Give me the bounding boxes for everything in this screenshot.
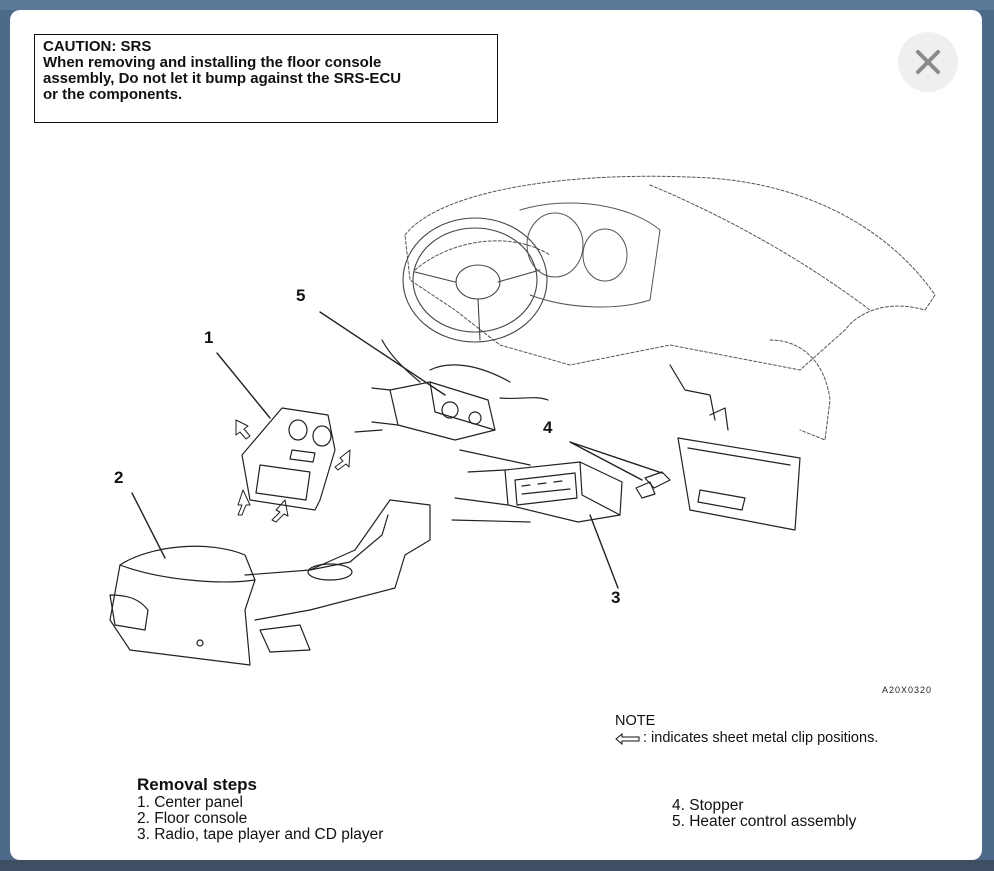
caution-box: CAUTION: SRS When removing and installin… [34,34,498,123]
stopper-illustration [635,471,671,499]
note-block: NOTE : indicates sheet metal clip positi… [615,713,878,747]
note-title: NOTE [615,713,656,729]
step-1: 1. Center panel [137,794,243,811]
step-3: 3. Radio, tape player and CD player [137,826,384,843]
radio-unit-illustration [451,449,623,523]
clip-arrow-icon [615,732,640,745]
image-viewer-modal: CAUTION: SRS When removing and installin… [10,10,982,860]
steering-wheel-illustration [402,217,548,343]
center-panel-illustration [241,407,336,511]
step-4: 4. Stopper [672,797,744,814]
heater-control-illustration [354,339,549,441]
clip-arrows [235,419,351,523]
close-icon [916,50,940,74]
callout-2: 2 [114,468,124,487]
note-text: : indicates sheet metal clip positions. [643,730,879,746]
caution-line-2: assembly, Do not let it bump against the… [43,70,402,87]
window-top-bar [0,0,994,10]
dashboard-illustration [404,175,936,441]
removal-steps-left: 1. Center panel 2. Floor console 3. Radi… [137,795,383,843]
window-bottom-strip [0,860,994,871]
close-button[interactable] [898,32,958,92]
callout-4: 4 [543,418,553,437]
step-5: 5. Heater control assembly [672,813,857,830]
glove-box-illustration [669,364,801,531]
callout-1: 1 [204,328,214,347]
caution-title: CAUTION: SRS [43,38,152,55]
floor-console-illustration [109,499,431,666]
caution-line-3: or the components. [43,86,183,103]
callout-3: 3 [611,588,621,607]
removal-steps-title: Removal steps [137,775,257,794]
caution-line-1: When removing and installing the floor c… [43,54,382,71]
instrument-cluster-illustration [519,202,661,308]
callout-leaders [131,311,663,589]
removal-steps-right: 4. Stopper 5. Heater control assembly [672,798,856,830]
callout-5: 5 [296,286,306,305]
step-2: 2. Floor console [137,810,248,827]
exploded-view-diagram [109,175,936,666]
figure-code: A20X0320 [882,685,933,695]
